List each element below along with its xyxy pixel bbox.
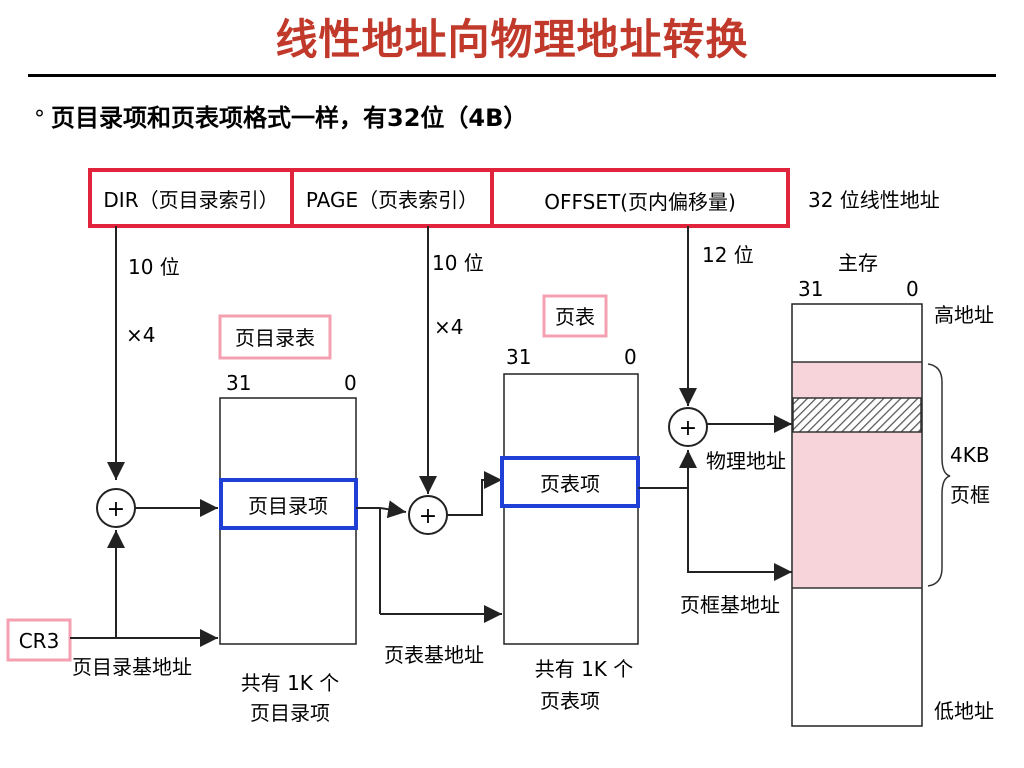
frame-base-label: 页框基地址 xyxy=(680,593,780,617)
page-bits-label: 10 位 xyxy=(432,251,484,275)
page-table-title: 页表 xyxy=(555,305,595,329)
page-frame-brace xyxy=(927,363,951,587)
dir-field-label: DIR（页目录索引） xyxy=(103,188,278,212)
page-table-bit-high: 31 xyxy=(506,345,531,369)
frame-base-arrow xyxy=(687,488,792,581)
page-directory-bit-high: 31 xyxy=(226,371,251,395)
page-directory-count-2: 页目录项 xyxy=(250,701,330,725)
linear-address-caption: 32 位线性地址 xyxy=(808,188,940,212)
page-multiplier-label: ×4 xyxy=(434,315,463,339)
dir-bits-label: 10 位 xyxy=(128,255,180,279)
cr3-label: CR3 xyxy=(19,629,60,653)
dir-base-label: 页目录基地址 xyxy=(72,655,192,679)
offset-field-box xyxy=(490,168,790,228)
page-table-bit-low: 0 xyxy=(624,345,637,369)
offset-bits-label: 12 位 xyxy=(702,243,754,267)
table-base-label: 页表基地址 xyxy=(384,643,484,667)
page-directory-entry-box xyxy=(219,478,358,530)
page-table-count-2: 页表项 xyxy=(540,689,600,713)
cr3-box xyxy=(6,618,72,662)
page-directory-count-1: 共有 1K 个 xyxy=(241,671,340,695)
adder-1-symbol: + xyxy=(107,497,125,522)
page-directory-title: 页目录表 xyxy=(235,326,315,350)
physical-address-label: 物理地址 xyxy=(706,449,786,473)
adder-3-symbol: + xyxy=(679,416,697,441)
bullet-text: 页目录项和页表项格式一样，有32位（4B） xyxy=(51,104,528,132)
offset-field-label: OFFSET(页内偏移量) xyxy=(544,190,736,214)
page-table-title-box xyxy=(542,294,608,338)
target-byte-hatch xyxy=(792,397,922,433)
main-memory-bit-high: 31 xyxy=(798,277,823,301)
page-directory-bit-low: 0 xyxy=(344,371,357,395)
adder-3 xyxy=(668,407,708,447)
low-address-label: 低地址 xyxy=(934,699,994,723)
page-table-entry-box xyxy=(500,456,640,508)
bullet-point: °页目录项和页表项格式一样，有32位（4B） xyxy=(34,98,527,133)
page-directory-title-box xyxy=(218,314,332,360)
adder-2-to-table-arrow xyxy=(447,471,502,516)
frame-size-label: 4KB xyxy=(950,443,990,467)
slide-title: 线性地址向物理地址转换 xyxy=(275,15,749,64)
page-table xyxy=(503,373,639,645)
main-memory-bit-low: 0 xyxy=(906,277,919,301)
high-address-label: 高地址 xyxy=(934,303,994,327)
page-table-count-1: 共有 1K 个 xyxy=(535,657,634,681)
dir-multiplier-label: ×4 xyxy=(126,323,155,347)
page-field-label: PAGE（页表索引） xyxy=(306,188,478,212)
adder-2-symbol: + xyxy=(419,504,437,529)
bullet-icon: ° xyxy=(34,107,45,132)
title-divider xyxy=(28,74,996,77)
page-frame-region xyxy=(793,362,921,588)
frame-label: 页框 xyxy=(950,483,990,507)
page-directory-entry: 页目录项 xyxy=(248,494,328,518)
main-memory-title: 主存 xyxy=(838,251,878,275)
directory-to-adder-2-arrow xyxy=(379,500,407,519)
page-table-entry: 页表项 xyxy=(540,472,600,496)
